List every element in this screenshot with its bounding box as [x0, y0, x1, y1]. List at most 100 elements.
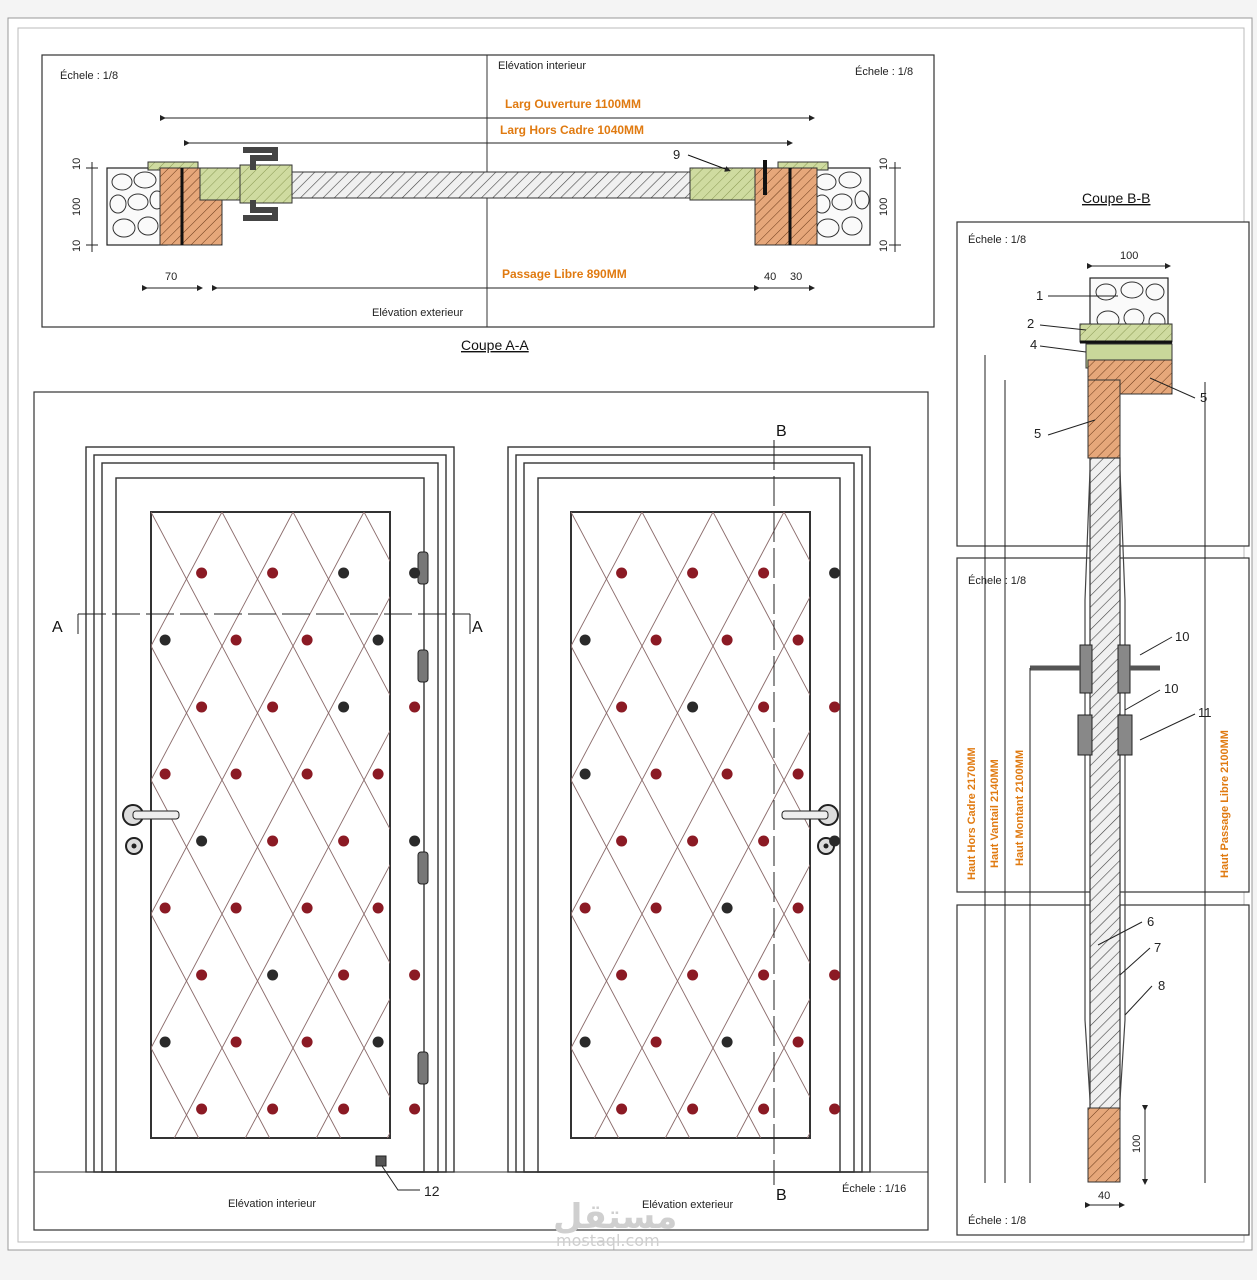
stud: [829, 969, 841, 981]
aa-scale-left: Échele : 1/8: [60, 69, 118, 82]
aa-dim-10c: 10: [878, 158, 890, 170]
aa-dim-ouverture: Larg Ouverture 1100MM: [505, 97, 641, 111]
stud: [372, 768, 384, 780]
cut-b-bottom: B: [776, 1187, 787, 1204]
stud: [267, 1103, 279, 1115]
stud: [196, 835, 208, 847]
section-bb: Coupe B-B Échele : 1/8 Échele : 1/8 Éche…: [956, 190, 1250, 1236]
stud: [159, 634, 171, 646]
quilted-pattern-right: [571, 512, 810, 1138]
cut-b-top: B: [776, 423, 787, 440]
stud: [650, 634, 662, 646]
stud: [721, 768, 733, 780]
stud: [687, 835, 699, 847]
marker-12: 12: [424, 1183, 440, 1199]
stud: [579, 902, 591, 914]
stud: [409, 835, 421, 847]
stud: [829, 701, 841, 713]
stud: [829, 835, 841, 847]
aa-label-interior: Elévation interieur: [498, 60, 586, 72]
stud: [650, 902, 662, 914]
bb-label-montant: Haut Montant 2100MM: [1014, 750, 1026, 866]
stud: [409, 567, 421, 579]
handle-left: [122, 804, 180, 855]
stud: [301, 634, 313, 646]
bb-marker-4: 4: [1030, 337, 1037, 352]
aa-dim-100a: 100: [71, 198, 83, 216]
section-aa: Échele : 1/8 Échele : 1/8 Elévation inte…: [41, 54, 935, 353]
stud: [230, 1036, 242, 1048]
stud: [616, 1103, 628, 1115]
stud: [196, 969, 208, 981]
bb-dim-40: 40: [1098, 1190, 1110, 1202]
stud: [829, 1103, 841, 1115]
aa-marker-9: 9: [673, 147, 680, 162]
stud: [196, 1103, 208, 1115]
stud: [616, 969, 628, 981]
bb-marker-8: 8: [1158, 978, 1165, 993]
stud: [721, 902, 733, 914]
elev-scale: Échele : 1/16: [842, 1182, 906, 1195]
cut-a-left: A: [52, 619, 63, 636]
stud: [758, 835, 770, 847]
bb-scale-2: Échele : 1/8: [968, 574, 1026, 587]
aa-dim-30: 30: [790, 271, 802, 283]
stud: [301, 902, 313, 914]
stud: [267, 835, 279, 847]
stud: [829, 567, 841, 579]
stud: [616, 835, 628, 847]
stud: [792, 634, 804, 646]
stud: [409, 1103, 421, 1115]
stud: [687, 701, 699, 713]
stud: [758, 567, 770, 579]
stud: [409, 701, 421, 713]
bb-dim-100: 100: [1120, 250, 1138, 262]
stud: [372, 902, 384, 914]
bb-marker-7: 7: [1154, 940, 1161, 955]
stud: [758, 701, 770, 713]
stud: [338, 1103, 350, 1115]
watermark-site: mostaql.com: [556, 1231, 660, 1250]
stud: [230, 634, 242, 646]
elevations: A A B B 12 Elévation interieur Elévation…: [33, 391, 929, 1231]
aa-scale-right: Échele : 1/8: [855, 65, 913, 78]
watermark-logo: مستقل: [553, 1197, 677, 1237]
stud: [267, 701, 279, 713]
aa-dim-10a: 10: [71, 158, 83, 170]
stud: [616, 567, 628, 579]
bb-title: Coupe B-B: [1082, 190, 1150, 206]
stud: [301, 768, 313, 780]
aa-dim-hors-cadre: Larg Hors Cadre 1040MM: [500, 123, 644, 137]
bb-marker-2: 2: [1027, 316, 1034, 331]
stud: [721, 1036, 733, 1048]
stud: [792, 1036, 804, 1048]
stud: [792, 902, 804, 914]
stud: [758, 1103, 770, 1115]
quilted-pattern-left: [151, 512, 390, 1138]
stud: [230, 902, 242, 914]
aa-dim-10b: 10: [71, 240, 83, 252]
aa-dim-10d: 10: [878, 240, 890, 252]
cut-a-right: A: [472, 619, 483, 636]
stud: [579, 768, 591, 780]
stud: [301, 1036, 313, 1048]
handle-right: [781, 804, 839, 855]
stud: [159, 1036, 171, 1048]
stud: [650, 768, 662, 780]
aa-label-exterior: Elévation exterieur: [372, 307, 463, 319]
stud: [579, 1036, 591, 1048]
stud: [159, 902, 171, 914]
stud: [792, 768, 804, 780]
stud: [721, 634, 733, 646]
stud: [758, 969, 770, 981]
aa-dim-40: 40: [764, 271, 776, 283]
elev-label-interior: Elévation interieur: [228, 1198, 316, 1210]
aa-dim-70: 70: [165, 271, 177, 283]
stud: [687, 969, 699, 981]
stud: [267, 969, 279, 981]
bb-scale-3: Échele : 1/8: [968, 1214, 1026, 1227]
stud: [267, 567, 279, 579]
stud: [616, 701, 628, 713]
stud: [338, 969, 350, 981]
